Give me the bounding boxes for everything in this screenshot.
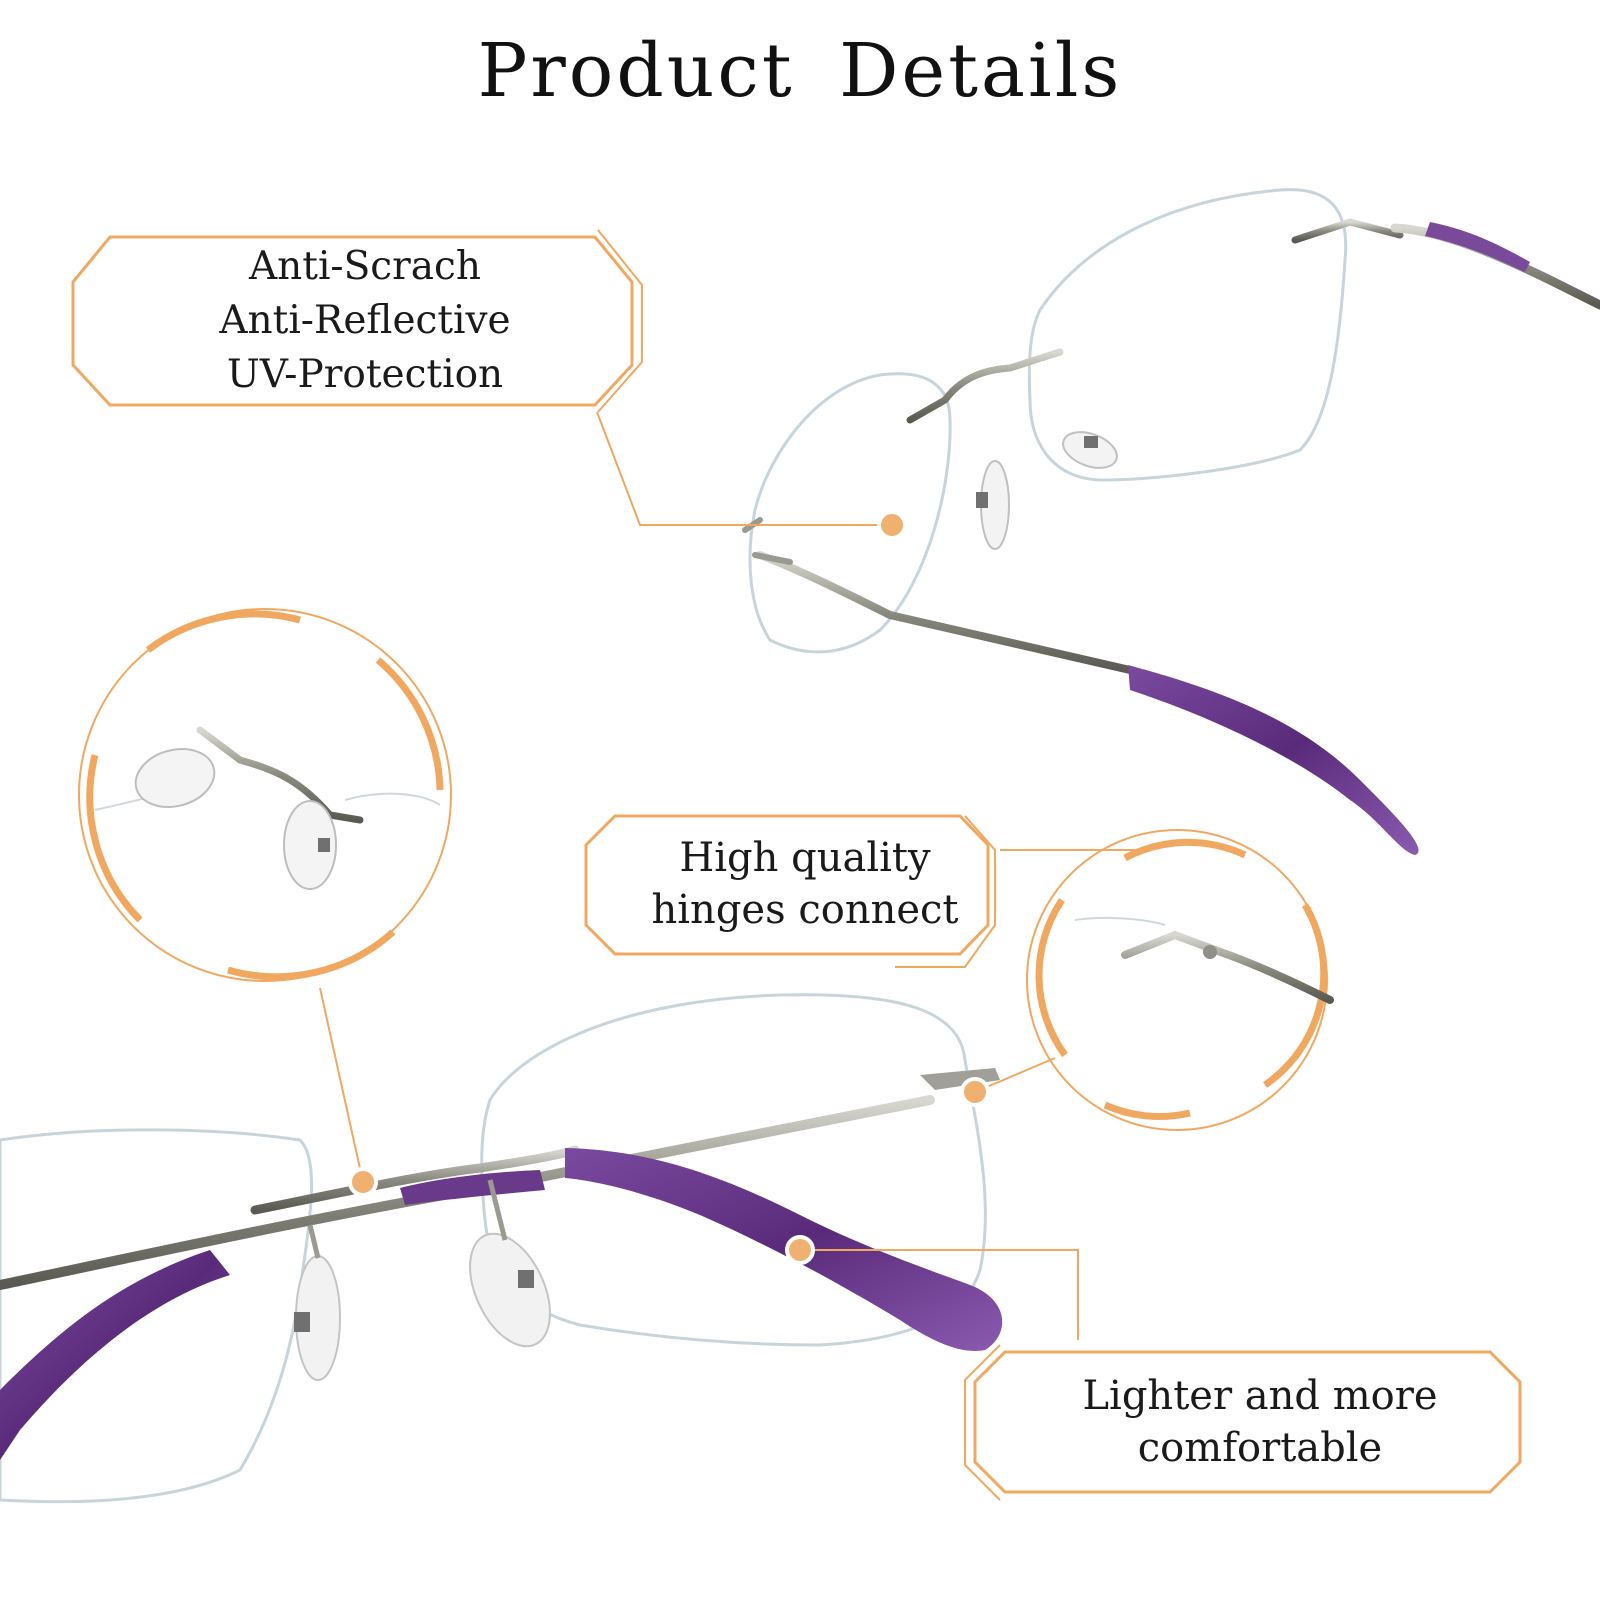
top-right-temple bbox=[1390, 223, 1600, 310]
callout-hinges-line-2: hinges connect bbox=[651, 887, 959, 933]
dot-hinge bbox=[960, 1077, 990, 1107]
page-title: Product Details bbox=[477, 28, 1123, 114]
zoom-lens-edge-right bbox=[344, 792, 441, 806]
top-right-hinge bbox=[1291, 218, 1404, 244]
bottom-right-hinge bbox=[920, 1068, 1000, 1090]
bottom-nose-pad-screw-left bbox=[294, 1312, 310, 1332]
callout-box-coatings-outline bbox=[71, 229, 643, 413]
zoom-hinge-arcs bbox=[1035, 838, 1328, 1120]
top-right-temple-inlay bbox=[1425, 222, 1530, 272]
dot-coatings bbox=[877, 510, 907, 540]
bottom-bridge bbox=[250, 1145, 580, 1215]
dot-temple bbox=[785, 1235, 815, 1265]
callout-coatings-line-1: Anti-Scrach bbox=[248, 244, 482, 289]
zoom-hinge-lens-edge bbox=[1074, 916, 1166, 926]
callout-coatings-line-2: Anti-Reflective bbox=[219, 298, 511, 343]
top-bridge bbox=[906, 348, 1064, 424]
zoom-circle-arcs bbox=[86, 610, 444, 981]
callout-box-hinges-outline bbox=[584, 814, 996, 968]
top-right-lens bbox=[1027, 188, 1348, 482]
zoom-circle-hinge bbox=[1026, 829, 1334, 1131]
zoom-nose-pad-left bbox=[134, 748, 216, 808]
bottom-glasses bbox=[0, 993, 1003, 1504]
callout-coatings: Anti-Scrach Anti-Reflective UV-Protectio… bbox=[100, 240, 630, 402]
zoom-circle-nose-pads bbox=[78, 608, 452, 982]
callout-box-lighter-outline bbox=[964, 1344, 1522, 1501]
bottom-front-temple-start bbox=[400, 1170, 545, 1205]
zoom-hinge-screw bbox=[1203, 945, 1217, 959]
bottom-front-temple bbox=[565, 1148, 1003, 1351]
dot-nose-pads bbox=[348, 1167, 378, 1197]
bottom-nose-pad-right bbox=[469, 1232, 551, 1348]
callout-hinges-line-1: High quality bbox=[679, 835, 931, 881]
top-nose-pad-screw-left bbox=[976, 492, 988, 508]
bottom-pad-arms bbox=[307, 1179, 508, 1259]
callout-hinges: High quality hinges connect bbox=[620, 832, 990, 936]
top-nose-pad-right bbox=[1062, 431, 1118, 469]
connector-dots bbox=[348, 510, 990, 1265]
callout-coatings-line-3: UV-Protection bbox=[226, 352, 504, 397]
callout-lighter-line-1: Lighter and more bbox=[1082, 1373, 1438, 1419]
top-left-lens bbox=[748, 372, 952, 654]
callout-lighter-line-2: comfortable bbox=[1137, 1425, 1383, 1471]
zoom-hinge-temple bbox=[1121, 930, 1334, 1004]
top-nose-pad-screw-right bbox=[1084, 436, 1098, 448]
zoom-circle-outer-ring bbox=[78, 608, 452, 982]
bottom-left-lens bbox=[0, 1128, 313, 1504]
zoom-nose-pad-right bbox=[283, 800, 337, 890]
callout-lighter: Lighter and more comfortable bbox=[1000, 1370, 1520, 1474]
bottom-near-temple bbox=[0, 1250, 230, 1460]
zoom-pad-screw bbox=[318, 838, 330, 852]
zoom-bridge bbox=[196, 726, 364, 824]
bottom-nose-pad-screw-right bbox=[518, 1270, 534, 1288]
top-left-temple-tip bbox=[1128, 665, 1419, 855]
top-glasses bbox=[742, 188, 1600, 855]
